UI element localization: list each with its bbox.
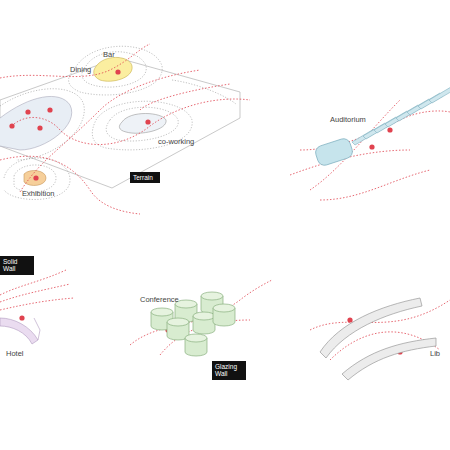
zone-label: Conference (140, 296, 179, 304)
contours (0, 46, 236, 199)
cylinder (185, 334, 207, 356)
tag-label: Glazing Wall (212, 361, 246, 380)
hotel-wall (0, 318, 40, 344)
auditorium (314, 87, 450, 167)
terrain-plate (0, 46, 240, 199)
zone-label: Exhibition (22, 190, 55, 198)
bar-zone (94, 57, 132, 81)
zone-label: Auditorium (330, 116, 366, 124)
zone-label: Lib (430, 350, 440, 358)
zone-label: Bar (103, 51, 115, 59)
circulation-lines (0, 44, 450, 360)
exhibition-zone (24, 171, 46, 186)
tag-text: Glazing Wall (215, 363, 243, 378)
plate (0, 58, 240, 188)
seat-bar (429, 87, 450, 103)
tag-label: Solid Wall (0, 256, 34, 275)
tag-text: Solid Wall (3, 258, 31, 273)
cylinder (213, 304, 235, 326)
tag-text: Terrain (133, 174, 157, 181)
zone-label: co-working (158, 138, 194, 146)
zone-label: Dining (70, 66, 91, 74)
dots (9, 69, 402, 354)
tag-label: Terrain (130, 172, 160, 183)
coworking-zone (119, 114, 166, 134)
basin (0, 96, 72, 150)
cylinder (193, 312, 215, 334)
library-walls (320, 298, 436, 380)
zone-label: Hotel (6, 350, 24, 358)
